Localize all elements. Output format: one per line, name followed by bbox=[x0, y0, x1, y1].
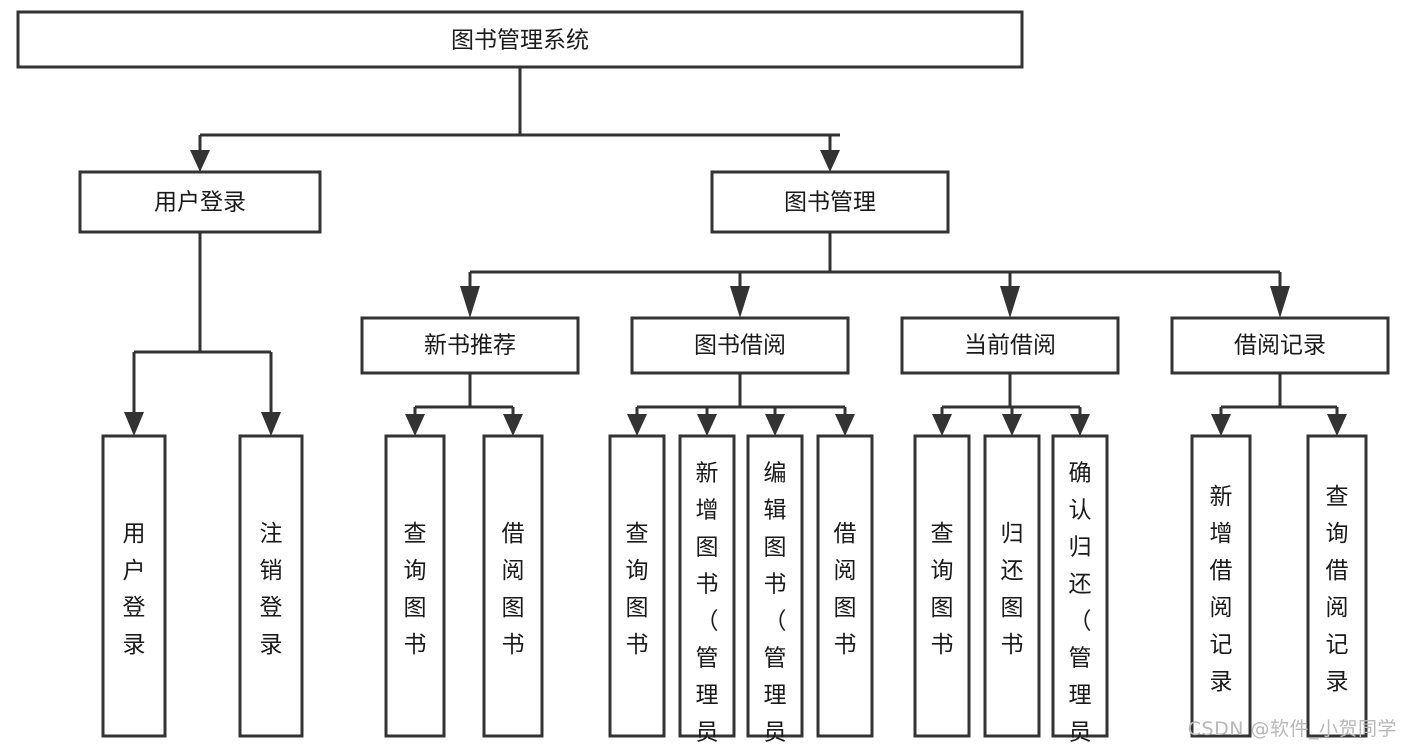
node-new-book-label: 新书推荐 bbox=[424, 333, 516, 359]
arrow-head-l-borrow-book-1 bbox=[503, 414, 523, 436]
node-l-user-login-label: 用户登录 bbox=[123, 521, 146, 658]
node-book-mgmt[interactable]: 图书管理 bbox=[710, 170, 950, 234]
connector-group-borrow bbox=[627, 373, 855, 436]
node-l-add-book-label: 新增图书（管理员） bbox=[696, 461, 719, 747]
node-l-query-record-box[interactable] bbox=[1306, 434, 1368, 738]
node-book-mgmt-box[interactable] bbox=[710, 170, 950, 234]
arrow-head-l-borrow-book-2 bbox=[835, 414, 855, 436]
connector-current-trunk bbox=[940, 373, 1082, 418]
connector-group-user-login bbox=[124, 232, 281, 436]
node-l-logout-label: 注销登录 bbox=[260, 521, 283, 658]
node-l-return-book-box[interactable] bbox=[983, 434, 1041, 738]
node-root-label: 图书管理系统 bbox=[451, 28, 589, 54]
node-l-borrow-book-1-label: 借阅图书 bbox=[502, 521, 525, 658]
node-l-query-book-3-box[interactable] bbox=[913, 434, 971, 738]
arrow-head-l-edit-book bbox=[765, 414, 785, 436]
node-new-book[interactable]: 新书推荐 bbox=[360, 316, 580, 375]
node-l-user-login-box[interactable] bbox=[101, 434, 167, 738]
node-borrow-label: 图书借阅 bbox=[694, 333, 786, 359]
connector-book-mgmt-trunk bbox=[468, 232, 1282, 288]
node-l-query-book-3[interactable]: 查询图书 bbox=[913, 434, 971, 738]
node-l-add-record-box[interactable] bbox=[1190, 434, 1252, 738]
connector-root-trunk bbox=[198, 67, 840, 152]
arrow-head-records bbox=[1270, 286, 1290, 318]
arrow-head-l-confirm-return bbox=[1070, 414, 1090, 436]
connector-borrow-trunk bbox=[635, 373, 847, 418]
node-l-query-book-2-box[interactable] bbox=[608, 434, 666, 738]
node-l-logout[interactable]: 注销登录 bbox=[238, 434, 304, 738]
arrow-head-l-logout bbox=[261, 412, 281, 436]
arrow-head-current bbox=[1000, 286, 1020, 318]
node-l-edit-book-box[interactable] bbox=[746, 434, 804, 738]
node-user-login[interactable]: 用户登录 bbox=[78, 170, 322, 234]
node-l-borrow-book-1[interactable]: 借阅图书 bbox=[482, 434, 544, 738]
connector-group-book-mgmt bbox=[460, 232, 1290, 318]
arrow-head-l-add-record bbox=[1211, 414, 1231, 436]
node-l-return-book-label: 归还图书 bbox=[1001, 521, 1024, 658]
node-l-query-book-1[interactable]: 查询图书 bbox=[384, 434, 446, 738]
arrow-head-l-query-book-1 bbox=[405, 414, 425, 436]
connector-records-trunk bbox=[1219, 373, 1339, 418]
node-l-confirm-return-box[interactable] bbox=[1051, 434, 1109, 738]
arrow-head-l-add-book bbox=[697, 414, 717, 436]
arrow-head-l-user-login bbox=[124, 412, 144, 436]
node-l-confirm-return[interactable]: 确认归还（管理员） bbox=[1051, 434, 1109, 747]
node-user-login-label: 用户登录 bbox=[154, 190, 246, 216]
node-book-mgmt-label: 图书管理 bbox=[784, 190, 876, 216]
node-l-confirm-return-label: 确认归还（管理员） bbox=[1069, 461, 1092, 747]
csdn-watermark: CSDN @软件_小贺同学 bbox=[1187, 718, 1397, 740]
node-l-add-record[interactable]: 新增借阅记录 bbox=[1190, 434, 1252, 738]
connector-group-current bbox=[932, 373, 1090, 436]
node-root-box[interactable] bbox=[16, 10, 1024, 69]
arrow-head-l-query-book-3 bbox=[932, 414, 952, 436]
node-l-query-record[interactable]: 查询借阅记录 bbox=[1306, 434, 1368, 738]
node-l-query-record-label: 查询借阅记录 bbox=[1326, 484, 1349, 695]
arrow-head-l-return-book bbox=[1002, 414, 1022, 436]
node-l-edit-book-label: 编辑图书（管理员） bbox=[764, 461, 787, 747]
node-current-label: 当前借阅 bbox=[964, 333, 1056, 359]
node-borrow[interactable]: 图书借阅 bbox=[630, 316, 850, 375]
arrow-head-user-login bbox=[190, 150, 210, 172]
node-current[interactable]: 当前借阅 bbox=[900, 316, 1120, 375]
node-l-borrow-book-2-label: 借阅图书 bbox=[834, 521, 857, 658]
connector-group-root bbox=[190, 67, 840, 172]
connector-new-book-trunk bbox=[413, 373, 515, 418]
arrow-head-l-query-record bbox=[1327, 414, 1347, 436]
node-l-logout-box[interactable] bbox=[238, 434, 304, 738]
node-l-borrow-book-2[interactable]: 借阅图书 bbox=[816, 434, 874, 738]
node-l-add-book-box[interactable] bbox=[678, 434, 736, 738]
arrow-head-l-query-book-2 bbox=[627, 414, 647, 436]
node-l-query-book-2-label: 查询图书 bbox=[626, 521, 649, 658]
node-root[interactable]: 图书管理系统 bbox=[16, 10, 1024, 69]
node-records-label: 借阅记录 bbox=[1234, 333, 1326, 359]
node-l-edit-book[interactable]: 编辑图书（管理员） bbox=[746, 434, 804, 747]
node-records-box[interactable] bbox=[1170, 316, 1390, 375]
node-l-add-record-label: 新增借阅记录 bbox=[1210, 484, 1233, 695]
node-l-query-book-3-label: 查询图书 bbox=[931, 521, 954, 658]
node-new-book-box[interactable] bbox=[360, 316, 580, 375]
node-borrow-box[interactable] bbox=[630, 316, 850, 375]
node-user-login-box[interactable] bbox=[78, 170, 322, 234]
node-l-query-book-1-box[interactable] bbox=[384, 434, 446, 738]
node-l-add-book[interactable]: 新增图书（管理员） bbox=[678, 434, 736, 747]
connector-group-new-book bbox=[405, 373, 523, 436]
connector-group-records bbox=[1211, 373, 1347, 436]
node-l-query-book-1-label: 查询图书 bbox=[404, 521, 427, 658]
arrow-head-book-mgmt bbox=[820, 150, 840, 172]
node-l-query-book-2[interactable]: 查询图书 bbox=[608, 434, 666, 738]
node-l-borrow-book-1-box[interactable] bbox=[482, 434, 544, 738]
node-l-return-book[interactable]: 归还图书 bbox=[983, 434, 1041, 738]
node-current-box[interactable] bbox=[900, 316, 1120, 375]
arrow-head-new-book bbox=[460, 286, 480, 318]
node-l-borrow-book-2-box[interactable] bbox=[816, 434, 874, 738]
node-l-user-login[interactable]: 用户登录 bbox=[101, 434, 167, 738]
node-records[interactable]: 借阅记录 bbox=[1170, 316, 1390, 375]
arrow-head-borrow bbox=[730, 286, 750, 318]
connector-user-login-trunk bbox=[132, 232, 273, 414]
